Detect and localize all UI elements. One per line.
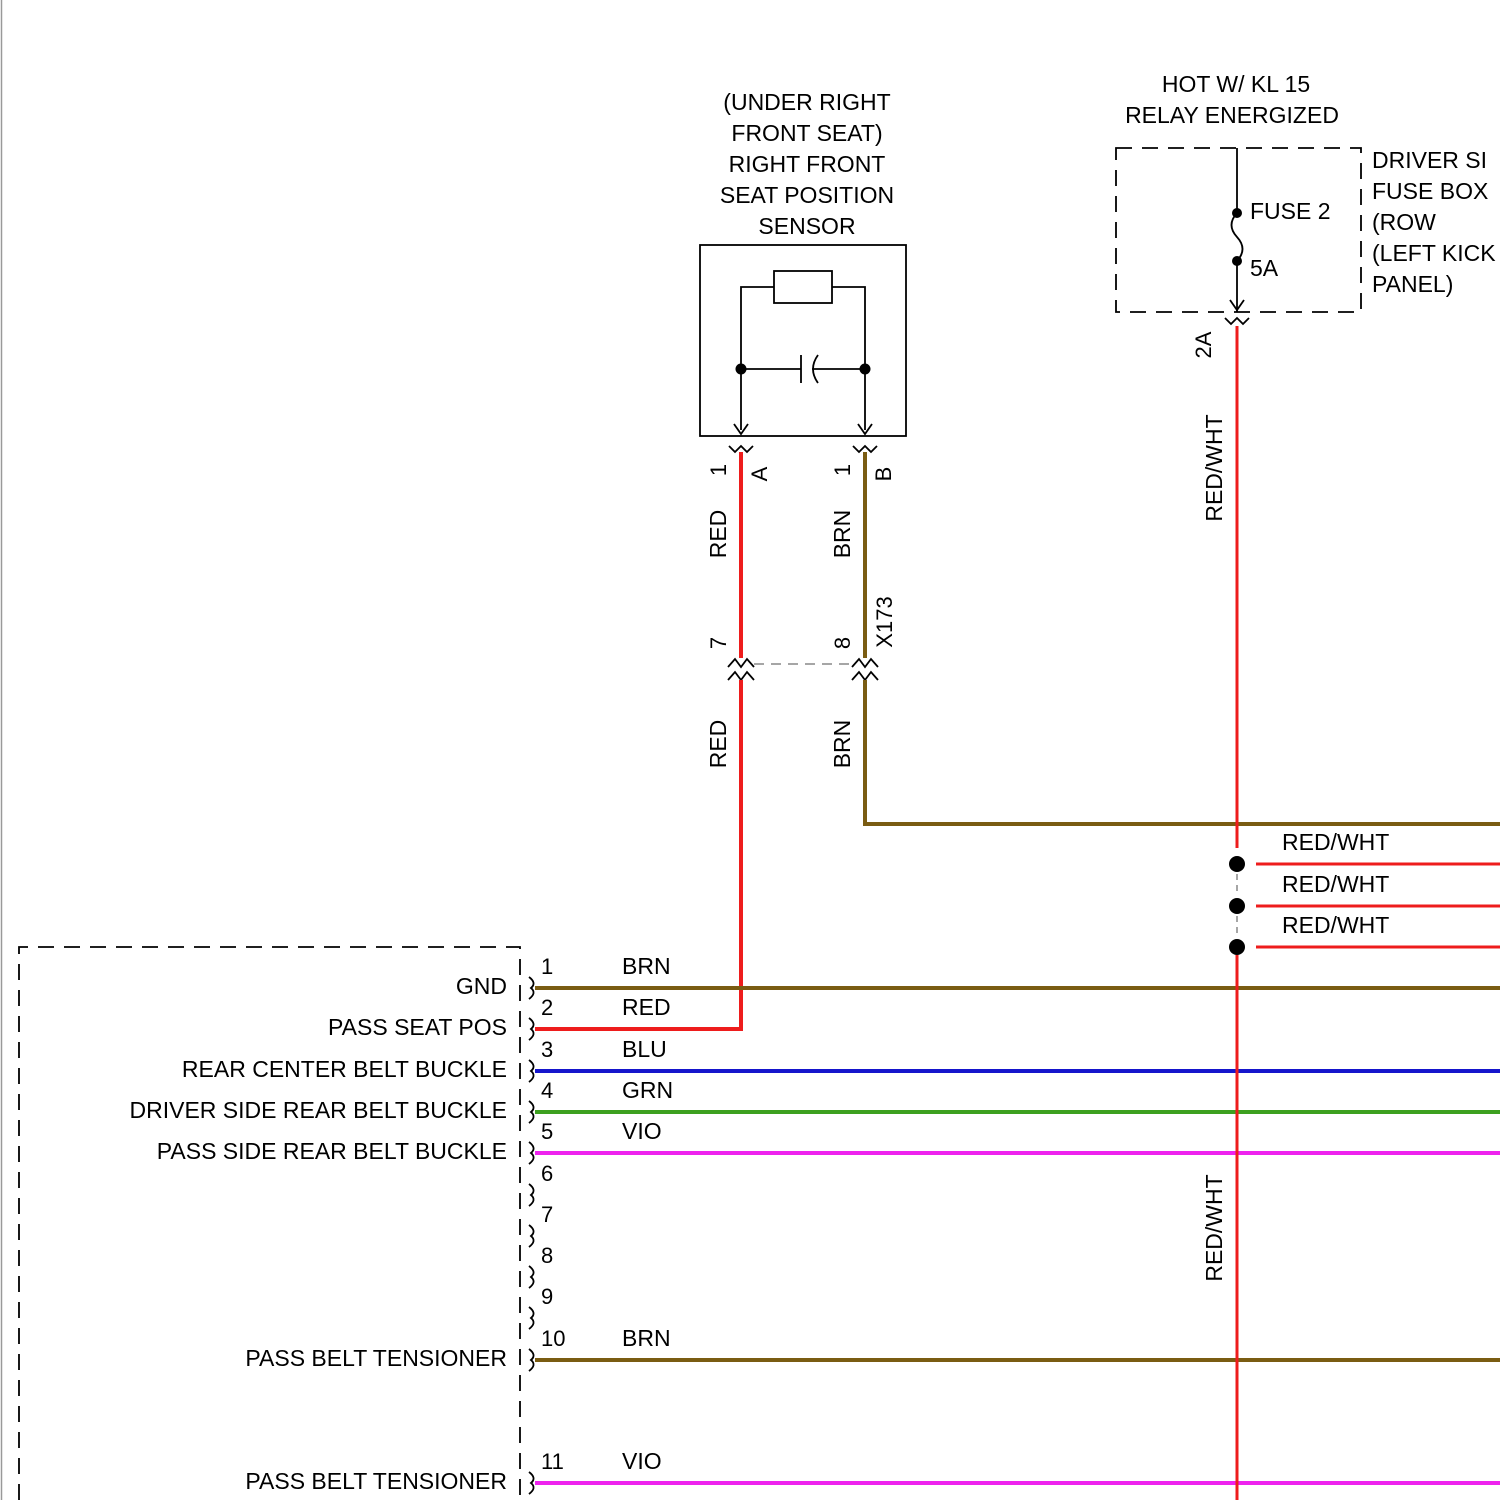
sensor-title-line-1: (UNDER RIGHT [723, 89, 890, 115]
pin-chevron [529, 1307, 534, 1329]
branch-label-3: RED/WHT [1282, 912, 1389, 938]
fuse-box-name-line-5: PANEL) [1372, 271, 1453, 297]
module-wire-label: BRN [622, 1325, 671, 1351]
sensor-title-line-5: SENSOR [758, 213, 855, 239]
fuse-rating: 5A [1250, 255, 1279, 281]
module-pin-row: 9 [529, 1284, 553, 1329]
junction-dot-a [736, 364, 747, 375]
pin-label: DRIVER SIDE REAR BELT BUCKLE [130, 1097, 507, 1123]
module-pin-row: 6 [529, 1161, 553, 1206]
module-wire-label: GRN [622, 1077, 673, 1103]
pin-number: 1 [541, 954, 553, 979]
sensor-box [700, 245, 906, 436]
splice-group: RED/WHT RED/WHT RED/WHT [1229, 829, 1500, 955]
splice-dot-1 [1229, 856, 1245, 872]
pin-label: PASS SEAT POS [328, 1014, 507, 1040]
wire-b-upper-label: BRN [829, 510, 855, 559]
fuse-box-outline [1116, 148, 1361, 312]
pin-label: REAR CENTER BELT BUCKLE [182, 1056, 507, 1082]
sensor-title-line-3: RIGHT FRONT [729, 151, 886, 177]
pin-chevron [529, 1018, 534, 1040]
x173-pin-brn: 8 [830, 637, 855, 649]
pin-number: 11 [541, 1449, 564, 1474]
wire-b-lower-label: BRN [829, 720, 855, 769]
hot-label-line-2: RELAY ENERGIZED [1125, 102, 1339, 128]
fuse-box: HOT W/ KL 15 RELAY ENERGIZED DRIVER SI F… [1116, 71, 1496, 358]
pin-number: 6 [541, 1161, 553, 1186]
module-wire-label: RED [622, 994, 671, 1020]
pin-label: GND [456, 973, 507, 999]
sensor-internal-circuit [734, 271, 872, 434]
pin-number: 2 [541, 995, 553, 1020]
pin-number: 3 [541, 1037, 553, 1062]
fuse-name: FUSE 2 [1250, 198, 1331, 224]
seat-position-sensor: (UNDER RIGHT FRONT SEAT) RIGHT FRONT SEA… [700, 89, 906, 481]
fuse-box-name-line-4: (LEFT KICK [1372, 240, 1496, 266]
pin-b-letter: B [871, 467, 896, 482]
pin-a-chevron [729, 446, 753, 452]
pin-label: PASS SIDE REAR BELT BUCKLE [157, 1138, 507, 1164]
pin-chevron [529, 1472, 534, 1494]
junction-dot-b [860, 364, 871, 375]
wire-sensor-b-lower [865, 680, 1500, 824]
lower-wire-label: RED/WHT [1201, 1174, 1227, 1281]
resistor-icon [774, 271, 832, 303]
fuse-output-pin: 2A [1191, 331, 1216, 358]
pin-chevron [529, 1142, 534, 1164]
wire-a-lower-label: RED [705, 720, 731, 769]
pin-chevron [529, 1184, 534, 1206]
pin-chevron [529, 1060, 534, 1082]
fuse-box-name-line-2: FUSE BOX [1372, 178, 1488, 204]
splice-dot-3 [1229, 939, 1245, 955]
wire-a-upper-label: RED [705, 510, 731, 559]
branch-label-2: RED/WHT [1282, 871, 1389, 897]
pin-chevron [529, 1101, 534, 1123]
pin-chevron [529, 1225, 534, 1247]
fuse-output-wire-label: RED/WHT [1201, 414, 1227, 521]
pin-chevron [529, 1266, 534, 1288]
pin-a-letter: A [747, 466, 772, 481]
fuse-box-name-line-3: (ROW [1372, 209, 1436, 235]
module-wire-label: BRN [622, 953, 671, 979]
pin-number: 7 [541, 1202, 553, 1227]
pin-number: 4 [541, 1078, 553, 1103]
x173-name: X173 [872, 596, 897, 647]
sensor-title-line-2: FRONT SEAT) [731, 120, 882, 146]
splice-dot-2 [1229, 898, 1245, 914]
module-wire-label: VIO [622, 1118, 662, 1144]
pin-label: PASS BELT TENSIONER [245, 1345, 507, 1371]
pin-number: 10 [541, 1326, 565, 1351]
module-pin-row: 8 [529, 1243, 553, 1288]
module-wire-label: VIO [622, 1448, 662, 1474]
pin-number: 8 [541, 1243, 553, 1268]
pin-number: 5 [541, 1119, 553, 1144]
hot-label-line-1: HOT W/ KL 15 [1162, 71, 1310, 97]
module-pin-row: 7 [529, 1202, 553, 1247]
fuse-box-name-line-1: DRIVER SI [1372, 147, 1487, 173]
connector-x173: 7 8 X173 [706, 596, 897, 680]
pin-a-number: 1 [706, 464, 731, 476]
branch-label-1: RED/WHT [1282, 829, 1389, 855]
pin-b-number: 1 [830, 464, 855, 476]
x173-pin-red: 7 [706, 637, 731, 649]
pin-number: 9 [541, 1284, 553, 1309]
pin-chevron [529, 977, 534, 999]
sensor-title-line-4: SEAT POSITION [720, 182, 894, 208]
pin-chevron [529, 1349, 534, 1371]
module-wire-label: BLU [622, 1036, 667, 1062]
fuse-icon [1232, 213, 1243, 261]
pin-label: PASS BELT TENSIONER [245, 1468, 507, 1494]
pin-b-chevron [853, 446, 877, 452]
